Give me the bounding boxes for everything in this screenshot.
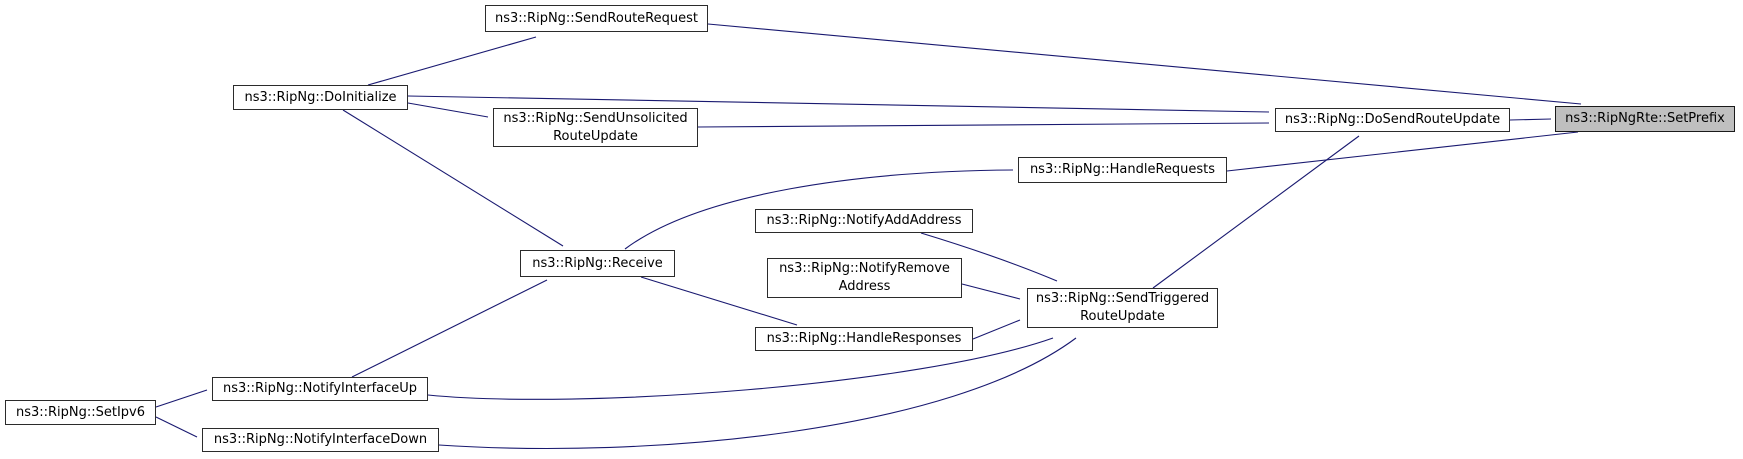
- node-label: ns3::RipNg::SendUnsolicited RouteUpdate: [503, 110, 688, 144]
- edge-receive-to-handle-requests: [624, 169, 1014, 250]
- edge-do-initialize-to-send-unsolicited-route-update: [407, 102, 489, 118]
- node-notify-interface-down[interactable]: ns3::RipNg::NotifyInterfaceDown: [202, 428, 439, 452]
- edge-send-unsolicited-route-update-to-do-send-route-update: [697, 122, 1270, 128]
- edge-do-send-route-update-to-set-prefix: [1509, 118, 1552, 121]
- node-label: ns3::RipNg::NotifyInterfaceDown: [213, 432, 428, 448]
- node-handle-responses[interactable]: ns3::RipNg::HandleResponses: [755, 327, 973, 351]
- node-label: ns3::RipNg::SetIpv6: [15, 404, 146, 420]
- node-set-ipv6[interactable]: ns3::RipNg::SetIpv6: [5, 400, 156, 425]
- node-receive[interactable]: ns3::RipNg::Receive: [520, 250, 675, 277]
- node-label: ns3::RipNgRte::SetPrefix: [1565, 111, 1725, 127]
- edge-notify-remove-address-to-send-triggered-route-update: [961, 283, 1021, 300]
- edge-notify-interface-down-to-send-triggered-route-update: [438, 337, 1077, 450]
- edge-receive-to-handle-responses: [640, 276, 798, 326]
- node-do-initialize[interactable]: ns3::RipNg::DoInitialize: [233, 85, 408, 110]
- edge-handle-requests-to-set-prefix: [1226, 131, 1579, 172]
- node-handle-requests[interactable]: ns3::RipNg::HandleRequests: [1018, 157, 1227, 183]
- node-label: ns3::RipNg::NotifyInterfaceUp: [222, 381, 418, 397]
- edge-notify-add-address-to-send-triggered-route-update: [920, 232, 1058, 282]
- edge-do-initialize-to-do-send-route-update: [407, 95, 1270, 113]
- edge-set-ipv6-to-notify-interface-down: [155, 416, 198, 438]
- edge-do-initialize-to-send-route-request: [367, 36, 537, 86]
- node-send-unsolicited-route-update[interactable]: ns3::RipNg::SendUnsolicited RouteUpdate: [493, 108, 698, 147]
- node-label: ns3::RipNg::NotifyAddAddress: [766, 213, 962, 229]
- edge-do-initialize-to-receive: [342, 109, 564, 247]
- node-set-prefix: ns3::RipNgRte::SetPrefix: [1555, 106, 1735, 132]
- node-label: ns3::RipNg::SendRouteRequest: [495, 10, 698, 26]
- node-label: ns3::RipNg::DoInitialize: [244, 89, 397, 105]
- node-notify-remove-address[interactable]: ns3::RipNg::NotifyRemove Address: [767, 258, 962, 298]
- edge-notify-interface-up-to-receive: [351, 279, 548, 378]
- node-label: ns3::RipNg::DoSendRouteUpdate: [1284, 112, 1501, 128]
- node-send-triggered-route-update[interactable]: ns3::RipNg::SendTriggered RouteUpdate: [1027, 288, 1218, 328]
- node-do-send-route-update[interactable]: ns3::RipNg::DoSendRouteUpdate: [1275, 108, 1510, 132]
- node-notify-interface-up[interactable]: ns3::RipNg::NotifyInterfaceUp: [212, 377, 428, 401]
- edge-notify-interface-up-to-send-triggered-route-update: [427, 337, 1054, 400]
- edge-send-triggered-route-update-to-do-send-route-update: [1152, 135, 1360, 289]
- node-notify-add-address[interactable]: ns3::RipNg::NotifyAddAddress: [755, 209, 973, 233]
- edge-handle-responses-to-send-triggered-route-update: [972, 319, 1021, 340]
- node-send-route-request[interactable]: ns3::RipNg::SendRouteRequest: [485, 5, 708, 32]
- node-label: ns3::RipNg::HandleResponses: [766, 331, 962, 347]
- node-label: ns3::RipNg::Receive: [532, 255, 663, 271]
- edge-set-ipv6-to-notify-interface-up: [155, 389, 208, 408]
- node-label: ns3::RipNg::NotifyRemove Address: [779, 261, 950, 294]
- node-label: ns3::RipNg::HandleRequests: [1029, 162, 1216, 178]
- node-label: ns3::RipNg::SendTriggered RouteUpdate: [1035, 291, 1210, 324]
- edge-send-route-request-to-set-prefix: [707, 23, 1582, 105]
